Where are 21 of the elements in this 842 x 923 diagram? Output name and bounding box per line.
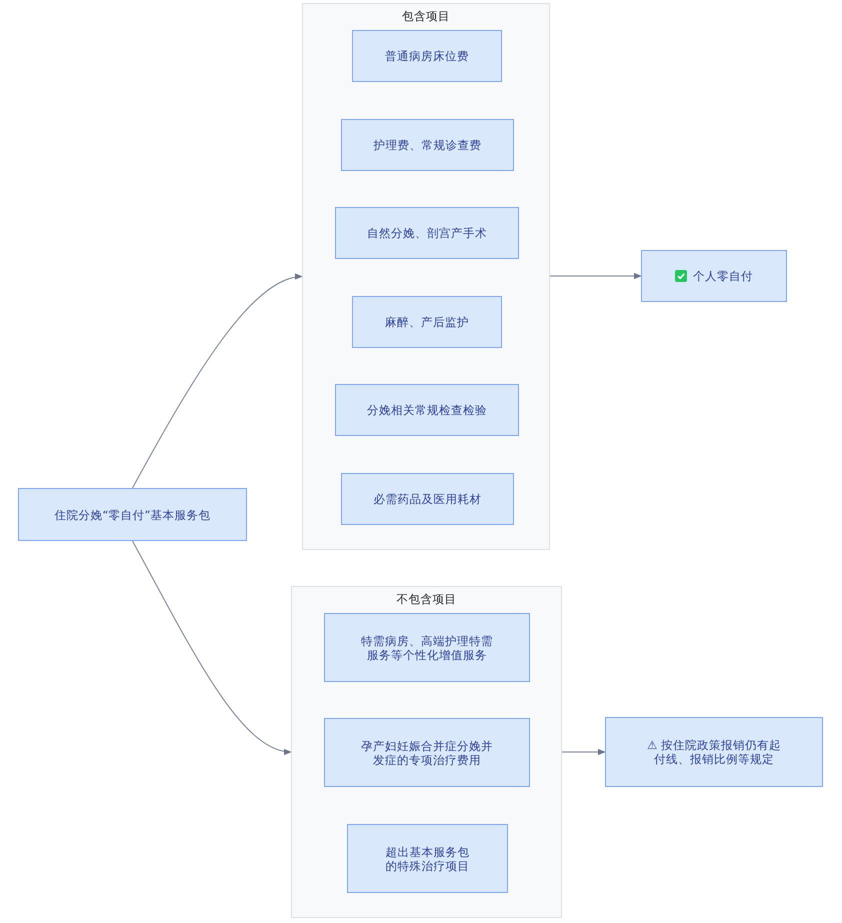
process-box: 必需药品及医用耗材 — [341, 473, 514, 525]
panel-heading: 包含项目 — [401, 9, 451, 24]
process-box: 住院分娩“零自付”基本服务包 — [18, 488, 247, 541]
process-box: 孕产妇妊娠合并症分娩并发症的专项治疗费用 — [324, 718, 530, 787]
arrow — [132, 274, 303, 488]
arrow — [132, 540, 292, 754]
process-box: 护理费、常规诊查费 — [341, 119, 514, 171]
process-box: 麻醉、产后监护 — [352, 296, 502, 348]
box-label: 个人零自付 — [693, 269, 753, 283]
process-box: 特需病房、高端护理特需服务等个性化增值服务 — [324, 613, 530, 682]
process-box: 普通病房床位费 — [352, 30, 502, 82]
process-box: 分娩相关常规检查检验 — [335, 384, 519, 436]
arrow — [550, 272, 642, 280]
process-box: ⚠ 按住院政策报销仍有起付线、报销比例等规定 — [605, 717, 823, 787]
arrow — [562, 748, 606, 756]
process-box: 自然分娩、剖宫产手术 — [335, 207, 519, 259]
panel-heading: 不包含项目 — [396, 592, 458, 607]
process-box: 超出基本服务包的特殊治疗项目 — [347, 824, 508, 893]
result-box — [641, 250, 787, 302]
group-panel — [302, 3, 550, 550]
group-panel — [291, 586, 562, 918]
